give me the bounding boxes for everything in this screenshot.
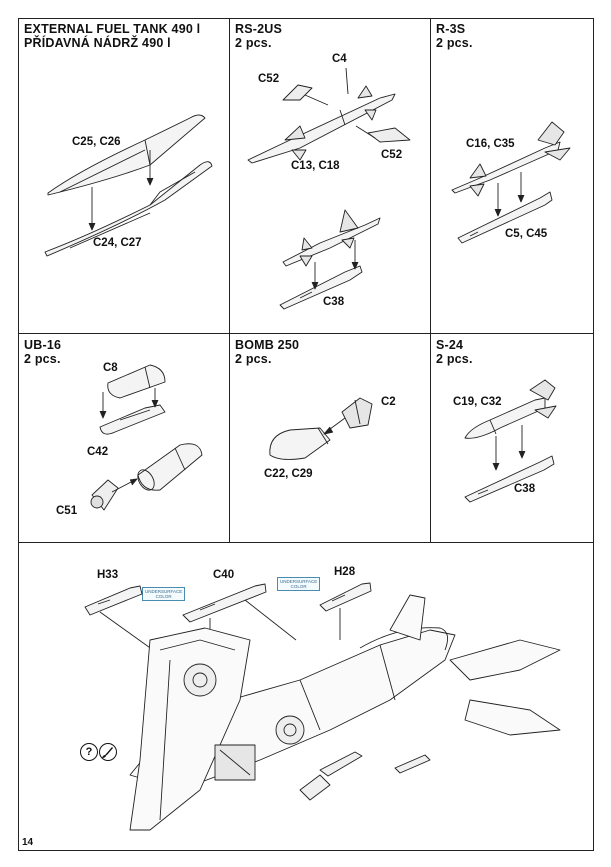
aircraft-wing bbox=[129, 627, 251, 831]
part-label: C42 bbox=[87, 446, 109, 458]
ub16-title: UB-16 bbox=[24, 338, 62, 352]
color-note-text: UNDERSURFACE bbox=[280, 579, 318, 584]
color-note-text: UNDERSURFACE bbox=[145, 589, 183, 594]
part-label: C51 bbox=[56, 505, 78, 517]
part-label: C38 bbox=[514, 483, 536, 495]
grid-col-divider-2 bbox=[430, 18, 431, 542]
fuel-tank-title-en: EXTERNAL FUEL TANK 490 l bbox=[24, 22, 201, 36]
rs2us-pylon bbox=[279, 265, 363, 310]
aircraft-tail bbox=[389, 594, 561, 736]
part-label: C40 bbox=[213, 569, 235, 581]
part-label: C5, C45 bbox=[505, 228, 548, 240]
fuel-tank-title-cz: PŘÍDAVNÁ NÁDRŽ 490 l bbox=[24, 36, 171, 50]
rs2us-missile bbox=[247, 85, 396, 164]
color-note-text: COLOR bbox=[155, 594, 172, 599]
rs2us-missile-small bbox=[282, 209, 381, 267]
part-label: C8 bbox=[103, 362, 118, 374]
paint-brush-icon bbox=[99, 743, 117, 761]
r3s-missile bbox=[451, 121, 571, 197]
grid-row-divider-2 bbox=[18, 542, 594, 543]
color-note-left: UNDERSURFACE COLOR bbox=[142, 587, 186, 601]
part-label: C4 bbox=[332, 53, 347, 65]
part-label: C16, C35 bbox=[466, 138, 515, 150]
part-label: C13, C18 bbox=[291, 160, 340, 172]
rs2us-fin-right bbox=[355, 125, 411, 143]
question-icon: ? bbox=[80, 743, 98, 761]
grid-row-divider-1 bbox=[18, 333, 594, 334]
rs2us-title: RS-2US bbox=[235, 22, 283, 36]
r3s-pylon bbox=[457, 191, 553, 244]
rs2us-fin-left bbox=[282, 84, 329, 106]
part-label: H33 bbox=[97, 569, 119, 581]
pylon-h28 bbox=[319, 582, 372, 612]
ub16-qty: 2 pcs. bbox=[24, 352, 61, 366]
color-note-text: COLOR bbox=[290, 584, 307, 589]
fuel-tank-upper-half bbox=[47, 114, 206, 196]
s24-qty: 2 pcs. bbox=[436, 352, 473, 366]
instruction-sheet bbox=[18, 18, 594, 851]
part-label: C2 bbox=[381, 396, 396, 408]
ub16-cover bbox=[107, 364, 166, 399]
arrow bbox=[88, 150, 154, 231]
r3s-title: R-3S bbox=[436, 22, 466, 36]
part-label: C38 bbox=[323, 296, 345, 308]
s24-title: S-24 bbox=[436, 338, 464, 352]
r3s-qty: 2 pcs. bbox=[436, 36, 473, 50]
s24-pylon bbox=[464, 455, 555, 503]
aircraft-stores bbox=[299, 751, 431, 801]
part-label: C19, C32 bbox=[453, 396, 502, 408]
ub16-shell bbox=[99, 404, 166, 435]
aircraft-landing-gear bbox=[183, 663, 305, 781]
part-label: C52 bbox=[258, 73, 280, 85]
bomb250-body bbox=[269, 427, 331, 460]
grid-col-divider-1 bbox=[229, 18, 230, 542]
part-label: C24, C27 bbox=[93, 237, 142, 249]
part-label: H28 bbox=[334, 566, 356, 578]
ub16-pod bbox=[137, 443, 203, 491]
paint-brush-glyph bbox=[102, 747, 113, 758]
s24-rocket bbox=[464, 379, 557, 439]
bomb250-qty: 2 pcs. bbox=[235, 352, 272, 366]
page-number: 14 bbox=[22, 837, 34, 848]
part-label: C22, C29 bbox=[264, 468, 313, 480]
part-label: C25, C26 bbox=[72, 136, 121, 148]
pylon-c40 bbox=[182, 583, 267, 623]
fuel-tank-lower-half bbox=[44, 161, 213, 257]
pylon-h33 bbox=[84, 585, 143, 616]
bomb250-title: BOMB 250 bbox=[235, 338, 300, 352]
part-label: C52 bbox=[381, 149, 403, 161]
bomb250-fins bbox=[341, 397, 373, 429]
rs2us-qty: 2 pcs. bbox=[235, 36, 272, 50]
ub16-tail bbox=[90, 479, 119, 511]
color-note-right: UNDERSURFACE COLOR bbox=[277, 577, 321, 591]
